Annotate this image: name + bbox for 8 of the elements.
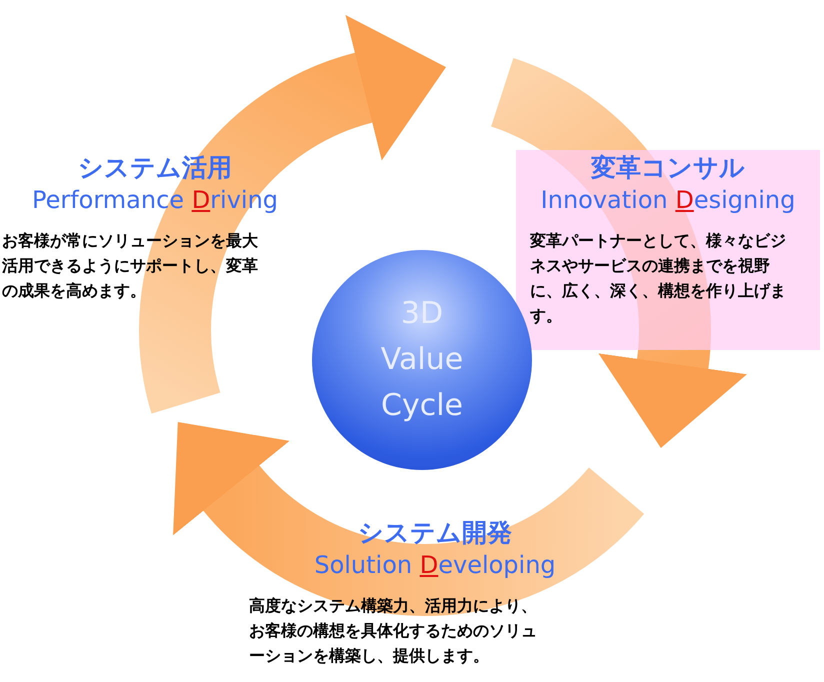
highlight-panel: [516, 150, 820, 350]
section-heading: 変革コンサル: [591, 152, 745, 184]
circle-label: 3D Value Cycle: [380, 295, 464, 425]
section-description: 変革パートナーとして、様々なビジネスやサービスの連携までを視野に、広く、深く、構想を作り上げます。: [530, 230, 787, 327]
section-subtitle: Solution Developing: [314, 550, 556, 581]
section-description: お客様が常にソリューションを最大活用できるようにサポートし、変革の成果を高めます。: [2, 230, 259, 302]
section-subtitle: Innovation Designing: [540, 185, 796, 216]
section-description: 高度なシステム構築力、活用力により、お客様の構想を具体化するためのソリューションを構築し、提供します。: [249, 595, 538, 667]
